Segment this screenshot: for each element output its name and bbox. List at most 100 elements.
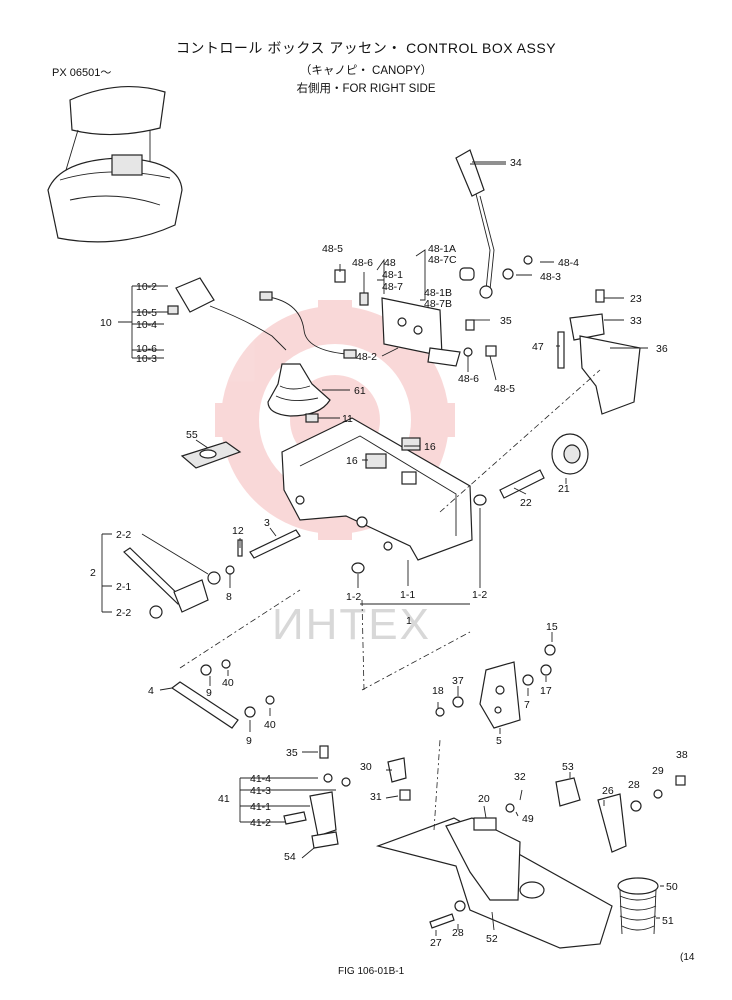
callout-48-4: 48-4 bbox=[558, 257, 579, 269]
callout-38: 38 bbox=[676, 749, 688, 761]
callout-10-5: 10-5 bbox=[136, 307, 157, 319]
callout-35: 35 bbox=[500, 315, 512, 327]
callout-10-6: 10-6 bbox=[136, 343, 157, 355]
callout-8: 8 bbox=[226, 591, 232, 603]
callout-18: 18 bbox=[432, 685, 444, 697]
callout-47: 47 bbox=[532, 341, 544, 353]
callout-37: 37 bbox=[452, 675, 464, 687]
page-number-cut: (14 bbox=[680, 952, 695, 963]
callout-41-4: 41-4 bbox=[250, 773, 271, 785]
callout-22: 22 bbox=[520, 497, 532, 509]
callout-9a: 9 bbox=[206, 687, 212, 699]
callout-48-7C: 48-7C bbox=[428, 254, 457, 266]
diagram-title: コントロール ボックス アッセン・ CONTROL BOX ASSY bbox=[175, 40, 557, 56]
callout-51: 51 bbox=[662, 915, 674, 927]
lever-2 bbox=[123, 529, 301, 619]
callout-7: 7 bbox=[524, 699, 530, 711]
serial-range: PX 06501～ bbox=[52, 67, 112, 79]
callout-1: 1 bbox=[406, 615, 412, 627]
callout-28b: 28 bbox=[452, 927, 464, 939]
callout-10-2: 10-2 bbox=[136, 281, 157, 293]
callout-12: 12 bbox=[232, 525, 244, 537]
callout-49: 49 bbox=[522, 813, 534, 825]
callout-20: 20 bbox=[478, 793, 490, 805]
callout-2: 2 bbox=[90, 567, 96, 579]
callout-16a: 16 bbox=[424, 441, 436, 453]
bracket-5 bbox=[435, 644, 556, 729]
callout-11: 11 bbox=[342, 413, 353, 425]
link-4 bbox=[170, 659, 275, 729]
callout-5: 5 bbox=[496, 735, 502, 747]
canopy-thumbnail bbox=[47, 85, 183, 243]
callout-26: 26 bbox=[602, 785, 614, 797]
callout-41-2: 41-2 bbox=[250, 817, 271, 829]
callout-48-5: 48-5 bbox=[322, 243, 343, 255]
figure-number: FIG 106-01B-1 bbox=[338, 966, 405, 977]
callout-labels: 34 48-5 48-6 48 48-1 48-7 48-1A 48-7C 48… bbox=[90, 157, 688, 949]
callout-10-4: 10-4 bbox=[136, 319, 157, 331]
callout-41: 41 bbox=[218, 793, 230, 805]
callout-40a: 40 bbox=[222, 677, 234, 689]
bracket-41 bbox=[283, 745, 411, 849]
callout-23: 23 bbox=[630, 293, 642, 305]
callout-61: 61 bbox=[354, 385, 366, 397]
callout-34: 34 bbox=[510, 157, 522, 169]
pulley-21 bbox=[499, 433, 589, 499]
leader-lines bbox=[101, 163, 664, 936]
callout-48-6b: 48-6 bbox=[458, 373, 479, 385]
callout-48-6: 48-6 bbox=[352, 257, 373, 269]
callout-2-1: 2-1 bbox=[116, 581, 131, 593]
callout-48-2: 48-2 bbox=[356, 351, 377, 363]
callout-32: 32 bbox=[514, 771, 526, 783]
callout-40b: 40 bbox=[264, 719, 276, 731]
control-box-frame-1 bbox=[281, 417, 487, 574]
cylinder-53-bracket-26 bbox=[555, 775, 686, 853]
callout-48: 48 bbox=[384, 257, 396, 269]
callout-17: 17 bbox=[540, 685, 552, 697]
callout-15: 15 bbox=[546, 621, 558, 633]
callout-16b: 16 bbox=[346, 455, 358, 467]
callout-21: 21 bbox=[558, 483, 570, 495]
callout-9b: 9 bbox=[246, 735, 252, 747]
base-plate-52 bbox=[375, 803, 613, 949]
callout-29: 29 bbox=[652, 765, 664, 777]
callout-48-3: 48-3 bbox=[540, 271, 561, 283]
bracket-48 bbox=[334, 255, 533, 367]
callout-50: 50 bbox=[666, 881, 678, 893]
assembly-centerlines bbox=[179, 369, 601, 831]
callout-4: 4 bbox=[148, 685, 154, 697]
callout-10: 10 bbox=[100, 317, 112, 329]
callout-53: 53 bbox=[562, 761, 574, 773]
callout-1-2a: 1-2 bbox=[346, 591, 361, 603]
callout-48-7: 48-7 bbox=[382, 281, 403, 293]
callout-48-5b: 48-5 bbox=[494, 383, 515, 395]
callout-2-2b: 2-2 bbox=[116, 607, 131, 619]
lever-34 bbox=[455, 149, 506, 299]
callout-30: 30 bbox=[360, 761, 372, 773]
callout-48-1: 48-1 bbox=[382, 269, 403, 281]
plate-55 bbox=[180, 441, 242, 469]
callout-2-2a: 2-2 bbox=[116, 529, 131, 541]
callout-27: 27 bbox=[430, 937, 442, 949]
callout-48-1B: 48-1B bbox=[424, 287, 452, 299]
callout-31: 31 bbox=[370, 791, 382, 803]
callout-41-3: 41-3 bbox=[250, 785, 271, 797]
side-note: 右側用・FOR RIGHT SIDE bbox=[296, 83, 436, 95]
callout-33: 33 bbox=[630, 315, 642, 327]
callout-1-2b: 1-2 bbox=[472, 589, 487, 601]
boot-61 bbox=[267, 363, 331, 423]
cover-36-bracket-33 bbox=[557, 289, 641, 415]
callout-48-7B: 48-7B bbox=[424, 298, 452, 310]
callout-36: 36 bbox=[656, 343, 668, 355]
callout-1-1: 1-1 bbox=[400, 589, 415, 601]
callout-48-1A: 48-1A bbox=[428, 243, 456, 255]
callout-3: 3 bbox=[264, 517, 270, 529]
callout-55: 55 bbox=[186, 429, 198, 441]
callout-54: 54 bbox=[284, 851, 296, 863]
callout-28a: 28 bbox=[628, 779, 640, 791]
diagram-subtitle: （キャノピ・ CANOPY） bbox=[299, 65, 433, 77]
callout-10-3: 10-3 bbox=[136, 353, 157, 365]
knob-10 bbox=[167, 277, 357, 359]
callout-41-1: 41-1 bbox=[250, 801, 271, 813]
